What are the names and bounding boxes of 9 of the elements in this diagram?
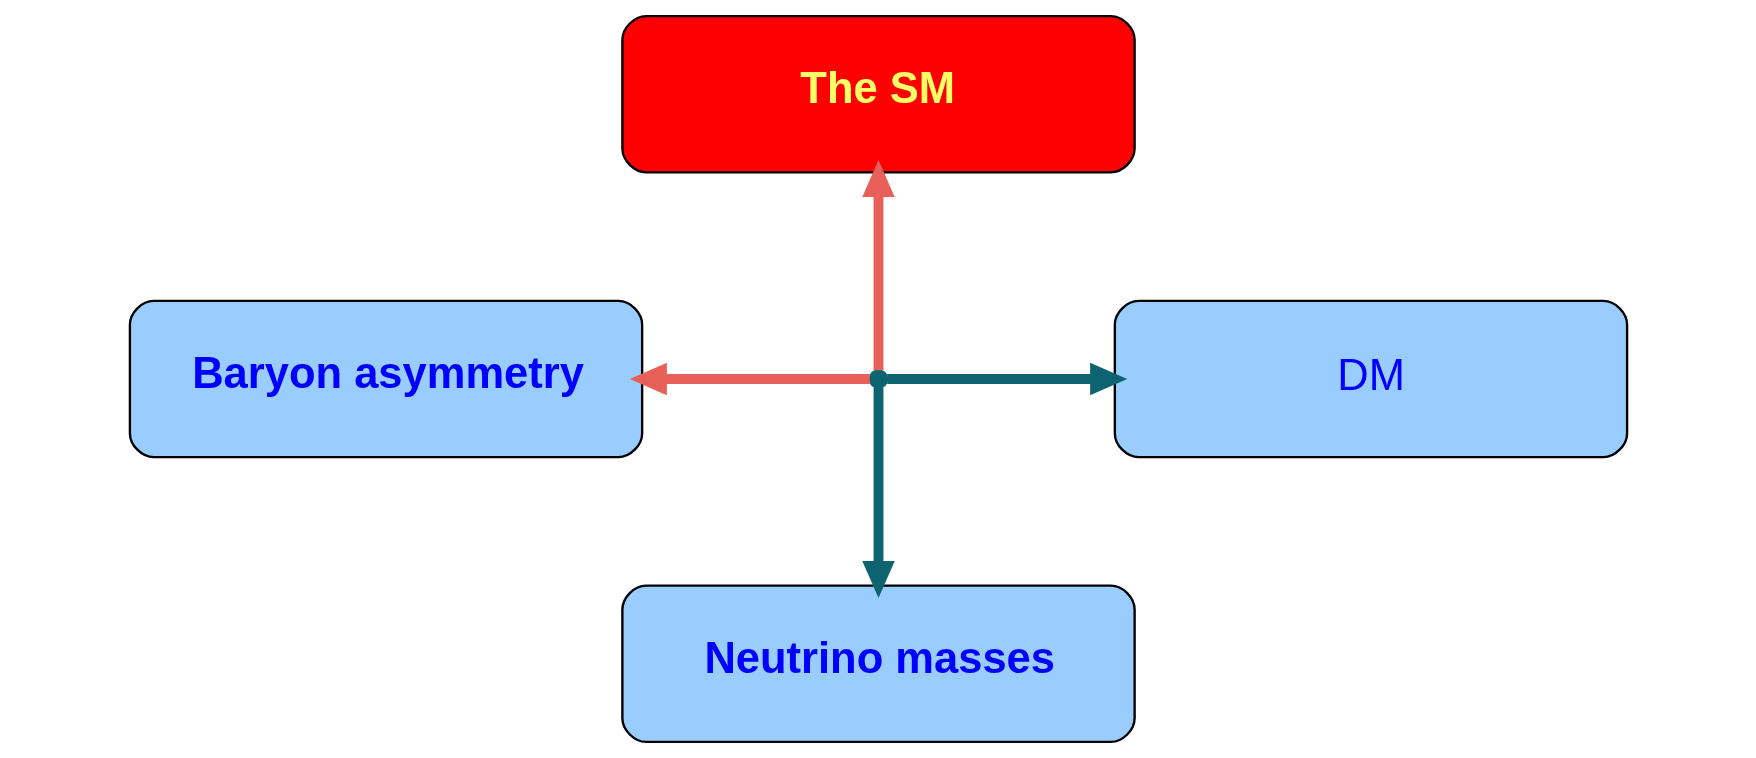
node-box: DM <box>1113 299 1628 459</box>
arrow <box>629 362 870 396</box>
node-box: Baryon asymmetry <box>128 299 643 459</box>
node-box: The SM <box>620 14 1136 174</box>
node-point <box>868 369 888 389</box>
node-box: Neutrino masses <box>620 584 1136 744</box>
arrow <box>861 159 895 371</box>
arrow <box>861 387 895 599</box>
arrow <box>886 362 1127 396</box>
